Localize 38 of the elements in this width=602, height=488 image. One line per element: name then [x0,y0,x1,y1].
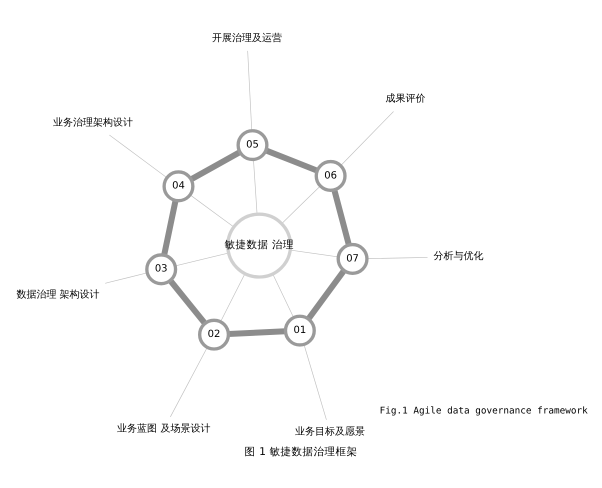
node-circle: 02 [198,318,230,351]
node-text: 业务目标及愿景 [295,426,366,438]
connector [306,269,346,321]
node-circle: 07 [336,242,369,275]
connector [228,328,286,337]
node-circle: 01 [284,314,316,347]
connector [290,250,339,258]
connector [331,189,352,246]
connector [109,134,168,178]
connector [340,111,394,166]
label: Fig.1 Agile data governance framework [380,405,588,416]
connector [281,186,321,224]
connector [168,278,208,326]
connector [304,344,327,420]
node-circle: 敏捷数据 治理 [226,212,292,279]
connector [190,194,234,228]
node-circle: 03 [145,253,178,286]
caption: 图 1 敏捷数据治理框架 [244,445,358,458]
connector [174,252,229,266]
connector [253,159,258,214]
connector [104,272,148,284]
node-text: 数据治理 架构设计 [16,289,100,300]
node-circle: 05 [236,129,269,162]
connector [170,347,208,418]
connector [190,150,242,182]
node-circle: 04 [162,170,195,202]
connector [220,273,246,322]
connector [264,148,318,174]
node-text: 开展治理及运营 [212,33,282,44]
node-text: 分析与优化 [433,251,484,262]
connector [161,200,178,256]
connector [366,257,428,259]
node-text: 业务蓝图 及场景设计 [117,424,210,435]
node-circle: 06 [314,160,347,192]
connector [272,274,294,318]
node-text: 成果评价 [385,94,426,105]
connector [247,50,252,132]
node-text: 业务治理架构设计 [53,117,134,128]
